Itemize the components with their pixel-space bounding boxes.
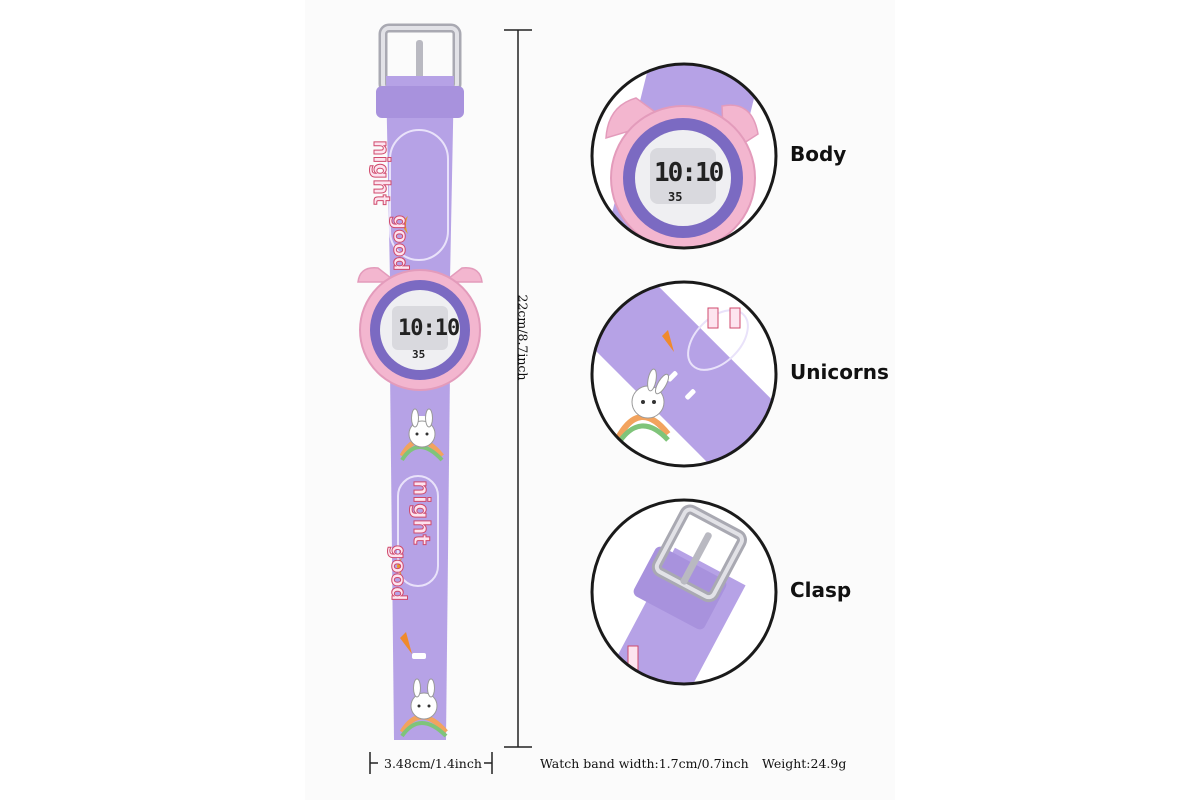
height-label: 22cm/8.7inch bbox=[515, 294, 531, 381]
band-word-night: night bbox=[408, 480, 434, 546]
watch-illustration bbox=[357, 23, 483, 740]
buckle-icon bbox=[651, 504, 747, 603]
band-word-night: night bbox=[368, 140, 394, 206]
body-seconds-display: 35 bbox=[668, 190, 683, 204]
band-word-good: good bbox=[389, 215, 414, 272]
width-dimension-line bbox=[369, 752, 493, 774]
callout-label-unicorns: Unicorns bbox=[790, 360, 889, 384]
callout-label-clasp: Clasp bbox=[790, 578, 852, 602]
band-width-label: Watch band width:1.7cm/0.7inch bbox=[540, 756, 749, 771]
carrot-icon bbox=[400, 632, 412, 654]
bunny-icon bbox=[399, 678, 448, 738]
strap-keeper bbox=[376, 86, 464, 118]
dial-width-label: 3.48cm/1.4inch bbox=[384, 756, 482, 771]
weight-label: Weight:24.9g bbox=[762, 756, 847, 771]
watch-time-display: 10:10 bbox=[398, 316, 460, 341]
watch-case bbox=[357, 267, 483, 391]
callout-label-body: Body bbox=[790, 142, 847, 166]
unicorns-detail-circle bbox=[590, 280, 778, 468]
watch-seconds-display: 35 bbox=[412, 348, 426, 361]
height-dimension-line bbox=[504, 29, 532, 748]
body-time-display: 10:10 bbox=[654, 158, 724, 188]
body-detail-circle bbox=[590, 62, 778, 250]
clasp-detail-circle bbox=[590, 498, 778, 686]
moon-icon bbox=[403, 216, 408, 234]
band-word-good: good bbox=[387, 545, 412, 602]
bunny-icon bbox=[399, 408, 444, 462]
